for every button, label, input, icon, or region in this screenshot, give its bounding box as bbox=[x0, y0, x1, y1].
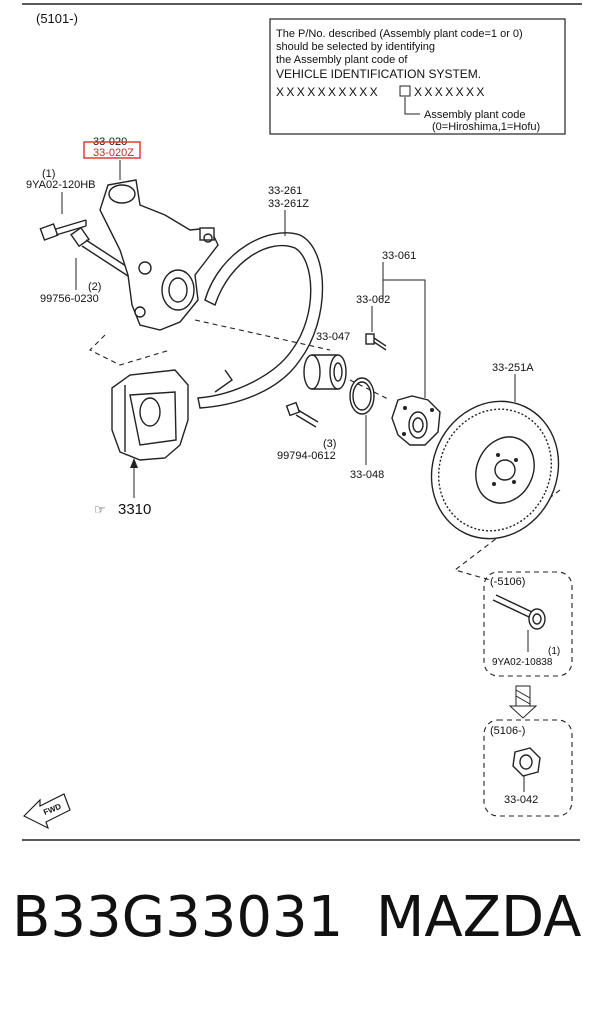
label-snap-ring: 33-048 bbox=[350, 469, 384, 481]
wheel-bearing-drawing bbox=[303, 354, 347, 390]
bolt-low-drawing bbox=[285, 401, 319, 428]
hub-bolt-drawing bbox=[365, 333, 387, 351]
vin-right: XXXXXXX bbox=[414, 85, 487, 99]
dash-knuckle-caliper bbox=[89, 334, 171, 366]
section-code: (5101-) bbox=[36, 11, 78, 26]
label-qty-1-bot: (1) bbox=[548, 646, 560, 657]
supersession-arrow bbox=[508, 685, 538, 719]
caliper-ref-icon: ☞ bbox=[94, 502, 106, 517]
hub-leader bbox=[382, 262, 426, 398]
assembly-label: Assembly plant code bbox=[424, 109, 526, 121]
note-line-3: the Assembly plant code of bbox=[276, 54, 408, 66]
label-hub-bolt: 33-062 bbox=[356, 294, 390, 306]
label-bearing: 33-047 bbox=[316, 331, 350, 343]
parts-diagram: (5101-) The P/No. described (Assembly pl… bbox=[22, 3, 582, 841]
label-bolt-top: 9YA02-120HB bbox=[26, 179, 96, 191]
nut-new-box: (5106-) 33-042 bbox=[483, 719, 573, 817]
label-dust-a: 33-261 bbox=[268, 185, 302, 197]
bolt-top-drawing bbox=[39, 219, 87, 241]
label-caliper-ref: 3310 bbox=[118, 501, 151, 518]
dash-disc-nut bbox=[453, 489, 561, 581]
label-qty-2: (2) bbox=[88, 281, 101, 293]
footer: B33G33031 MAZDA bbox=[0, 885, 600, 985]
steering-knuckle-drawing bbox=[99, 179, 219, 331]
highlight-box bbox=[83, 141, 141, 159]
label-nut-old: 9YA02-10838 bbox=[492, 657, 553, 668]
label-dust-b: 33-261Z bbox=[268, 198, 309, 210]
dust-shield-drawing bbox=[197, 232, 324, 409]
caliper-arrow-head bbox=[130, 458, 138, 468]
plant-code-box bbox=[399, 85, 411, 97]
label-disc: 33-251A bbox=[492, 362, 534, 374]
bolt-mid-drawing bbox=[70, 226, 133, 277]
brand-name: MAZDA bbox=[376, 885, 582, 950]
note-line-1: The P/No. described (Assembly plant code… bbox=[276, 28, 523, 40]
nut-old-box: (-5106) (1) 9YA02-10838 bbox=[483, 571, 573, 677]
label-nut-new: 33-042 bbox=[504, 794, 538, 806]
plant-code-leader bbox=[404, 97, 420, 115]
caliper-drawing bbox=[111, 369, 189, 461]
label-hub: 33-061 bbox=[382, 250, 416, 262]
label-bolt-mid: 99756-0230 bbox=[40, 293, 99, 305]
label-qty-3: (3) bbox=[323, 438, 336, 450]
fwd-arrow-icon: FWD bbox=[22, 793, 71, 830]
assembly-values: (0=Hiroshima,1=Hofu) bbox=[432, 121, 540, 133]
label-knuckle-b-highlighted: 33-020Z bbox=[93, 147, 134, 159]
snap-ring-drawing bbox=[349, 377, 375, 415]
part-number: B33G33031 bbox=[12, 885, 344, 950]
vin-left: XXXXXXXXXX bbox=[276, 85, 380, 99]
brake-disc-drawing bbox=[430, 400, 560, 540]
label-range-new: (5106-) bbox=[490, 725, 525, 737]
note-box: The P/No. described (Assembly plant code… bbox=[269, 18, 566, 135]
note-line-2: should be selected by identifying bbox=[276, 41, 435, 53]
wheel-hub-drawing bbox=[391, 395, 441, 446]
label-qty-1-top: (1) bbox=[42, 168, 55, 180]
label-range-old: (-5106) bbox=[490, 576, 525, 588]
label-bolt-low: 99794-0612 bbox=[277, 450, 336, 462]
note-line-4: VEHICLE IDENTIFICATION SYSTEM. bbox=[276, 67, 481, 81]
